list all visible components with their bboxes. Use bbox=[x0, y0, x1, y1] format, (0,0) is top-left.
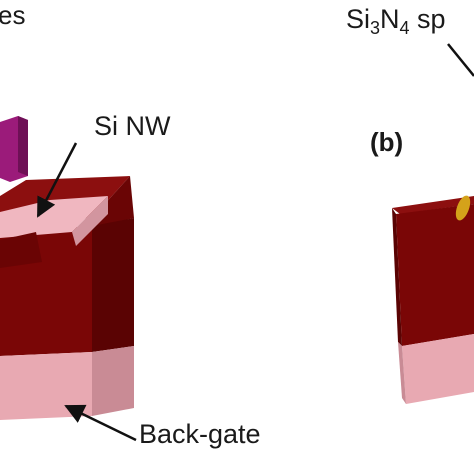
back-gate-label: Back-gate bbox=[139, 419, 261, 449]
nanowire-side bbox=[72, 196, 108, 246]
device-b bbox=[392, 195, 474, 404]
back-gate-pointer bbox=[64, 404, 137, 442]
spacer-label: Si3N4 sp bbox=[346, 4, 446, 38]
b-box-front bbox=[396, 204, 474, 346]
partial-label: es bbox=[0, 0, 26, 30]
panel-b-label: (b) bbox=[370, 127, 404, 157]
contact-pad-side bbox=[18, 116, 28, 176]
spacer-suffix: sp bbox=[409, 4, 446, 34]
spacer-sub2: 4 bbox=[399, 18, 410, 38]
spacer-prefix: Si bbox=[346, 4, 371, 34]
gate-block bbox=[0, 232, 42, 268]
box-side-face bbox=[92, 218, 134, 352]
back-gate-front bbox=[0, 352, 92, 420]
b-back-gate bbox=[402, 334, 474, 404]
spacer-sub1: 3 bbox=[370, 18, 381, 38]
gate-ring bbox=[455, 195, 471, 221]
back-gate-side bbox=[92, 346, 134, 416]
b-back-gate-left bbox=[398, 342, 406, 404]
spacer-mid: N bbox=[380, 4, 400, 34]
b-box-top bbox=[392, 196, 474, 214]
spacer-pointer bbox=[447, 43, 474, 77]
b-box-left bbox=[392, 208, 402, 346]
nanowire-label: Si NW bbox=[94, 111, 171, 141]
nanowire-pointer bbox=[36, 142, 78, 218]
